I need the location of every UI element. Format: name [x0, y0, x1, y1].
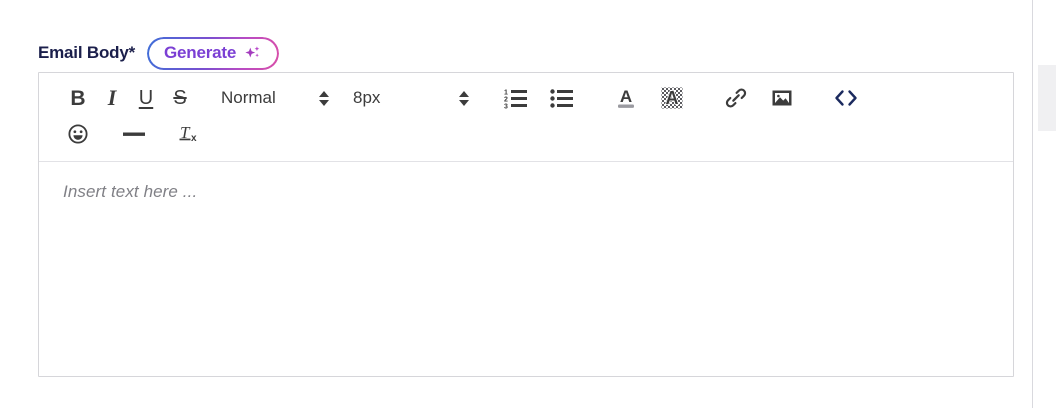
horizontal-rule-icon	[123, 132, 145, 136]
bullet-list-button[interactable]	[545, 79, 579, 117]
block-format-select[interactable]: Normal	[221, 79, 329, 117]
emoji-button[interactable]	[61, 115, 95, 153]
chevron-updown-icon	[319, 90, 329, 106]
italic-icon: I	[107, 85, 117, 110]
underline-button[interactable]: U	[129, 79, 163, 117]
image-icon	[772, 90, 792, 106]
editor-toolbar-row-2: T x	[61, 115, 991, 153]
svg-text:A: A	[666, 88, 679, 108]
link-button[interactable]	[719, 79, 753, 117]
svg-text:3: 3	[504, 104, 508, 110]
code-icon	[835, 90, 857, 106]
background-color-button[interactable]: A	[655, 79, 689, 117]
bullet-list-icon	[550, 89, 573, 108]
svg-text:1: 1	[504, 90, 508, 97]
link-icon	[725, 88, 747, 108]
sparkle-icon	[245, 45, 260, 57]
chevron-updown-icon	[459, 90, 469, 106]
clear-formatting-button[interactable]: T x	[173, 115, 207, 153]
bold-button[interactable]: B	[61, 79, 95, 117]
svg-text:T: T	[180, 123, 191, 142]
svg-text:x: x	[191, 133, 197, 144]
code-button[interactable]	[829, 79, 863, 117]
svg-text:A: A	[620, 87, 632, 106]
font-size-select[interactable]: 8px	[353, 79, 469, 117]
ordered-list-button[interactable]: 1 2 3	[499, 79, 533, 117]
page-title: Email Body*	[38, 43, 135, 62]
svg-text:2: 2	[504, 97, 508, 104]
generate-button[interactable]: Generate	[147, 36, 280, 70]
ordered-list-icon: 1 2 3	[504, 90, 527, 110]
right-panel-divider	[1032, 0, 1033, 408]
block-format-value: Normal	[221, 88, 276, 107]
bold-icon: B	[70, 86, 86, 110]
email-body-placeholder: Insert text here ...	[63, 182, 198, 201]
strikethrough-icon: S	[173, 87, 187, 109]
font-size-value: 8px	[353, 88, 381, 107]
rich-text-editor: B I U S Normal 8px	[38, 72, 1014, 377]
text-style-group: B I U S	[61, 79, 197, 117]
horizontal-rule-button[interactable]	[117, 115, 151, 153]
right-rail-scroll-thumb[interactable]	[1038, 65, 1056, 131]
generate-button-label: Generate	[164, 43, 237, 62]
emoji-icon	[68, 124, 88, 144]
underline-icon: U	[138, 87, 154, 109]
background-color-icon: A	[661, 87, 683, 109]
image-button[interactable]	[765, 79, 799, 117]
strikethrough-button[interactable]: S	[163, 79, 197, 117]
clear-formatting-icon: T x	[179, 123, 197, 144]
editor-toolbar: B I U S Normal 8px	[39, 73, 1013, 162]
text-color-button[interactable]: A	[609, 79, 643, 117]
italic-button[interactable]: I	[95, 79, 129, 117]
text-color-icon: A	[618, 87, 634, 108]
email-body-input[interactable]: Insert text here ...	[39, 162, 1013, 352]
field-header: Email Body* Generate	[38, 36, 280, 70]
